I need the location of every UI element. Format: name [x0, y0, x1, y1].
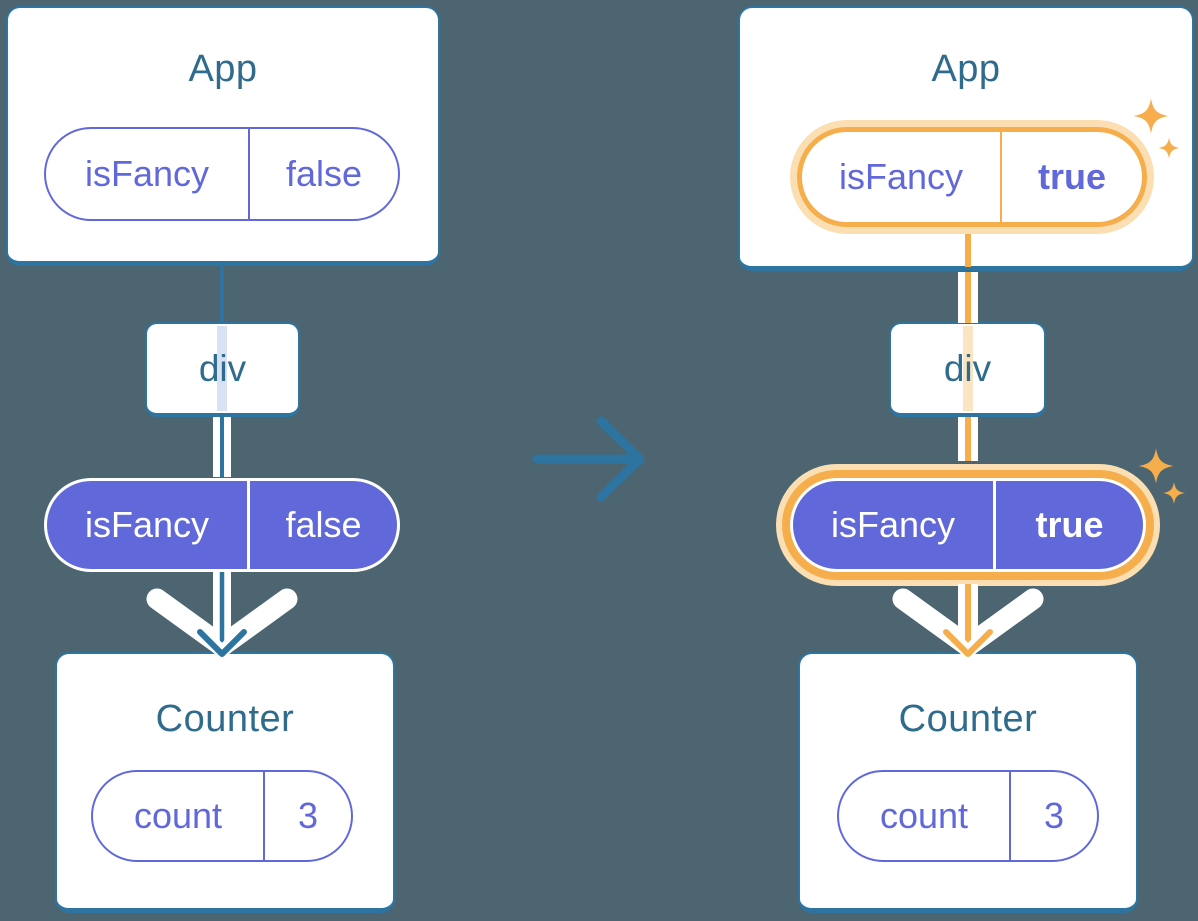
app-card-title: App: [188, 48, 258, 90]
counter-card-title: Counter: [898, 698, 1038, 740]
count-pill: count 3: [837, 770, 1099, 862]
prop-line-highlight: [965, 228, 971, 267]
arrow-down-icon: [943, 629, 993, 657]
arrow-down-icon: [197, 629, 247, 657]
sparkle-icon: [1138, 448, 1174, 484]
prop-pill-key: isFancy: [47, 481, 250, 569]
div-card-label: div: [198, 347, 247, 389]
sparkle-icon: [1163, 482, 1185, 504]
prop-pill-value: false: [285, 504, 362, 545]
prop-pill-highlighted: isFancy true: [790, 478, 1146, 572]
prop-trace-line: [963, 326, 973, 411]
state-pill-key: isFancy: [46, 129, 250, 219]
white-chevron-icon: [892, 588, 1044, 657]
prop-pill-key: isFancy: [793, 481, 996, 569]
counter-card-title: Counter: [155, 698, 295, 740]
count-pill-key: count: [839, 772, 1011, 860]
div-card: div: [889, 322, 1046, 417]
state-pill-key: isFancy: [802, 132, 1002, 222]
white-chevron-icon: [146, 588, 298, 657]
div-card-label: div: [943, 347, 992, 389]
count-pill-value: 3: [1043, 795, 1065, 836]
div-card: div: [145, 322, 300, 417]
prop-pill-value: true: [1035, 504, 1104, 545]
state-pill: isFancy false: [44, 127, 400, 221]
arrow-right-icon: [532, 416, 645, 502]
arrow-head-casing: [192, 622, 252, 659]
prop-pill: isFancy false: [44, 478, 400, 572]
state-pill-highlighted: isFancy true: [797, 127, 1147, 227]
count-pill-value: 3: [297, 795, 319, 836]
count-pill-key: count: [93, 772, 265, 860]
prop-trace-line: [217, 326, 227, 411]
count-pill: count 3: [91, 770, 353, 862]
state-pill-value: true: [1037, 156, 1106, 197]
arrow-head-casing: [938, 622, 998, 659]
app-card-title: App: [931, 48, 1001, 90]
state-pill-value: false: [285, 153, 363, 194]
